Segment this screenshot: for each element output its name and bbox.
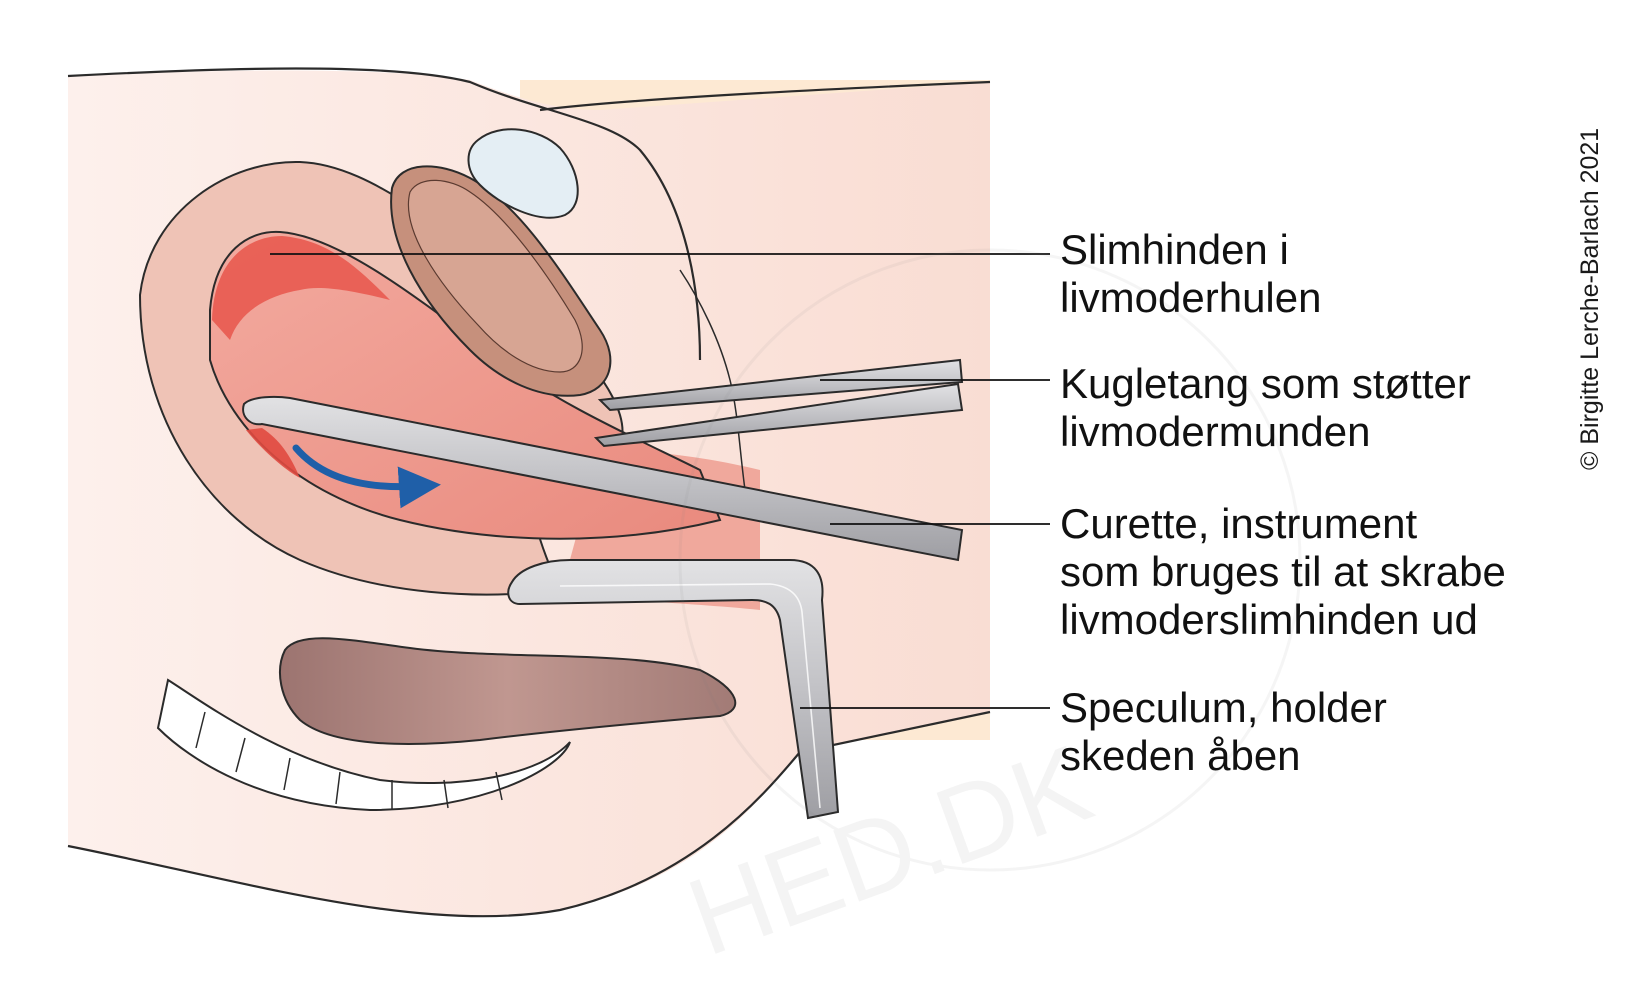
- spine-segments: [195, 711, 503, 810]
- lower-outline: [67, 710, 991, 918]
- bladder-inner: [407, 179, 583, 373]
- scraping-direction-arrow: [292, 444, 441, 509]
- tenaculum-upper-jaw: [597, 358, 964, 412]
- label-line: livmoderslimhinden ud: [1060, 596, 1478, 643]
- label-line: Slimhinden i: [1060, 226, 1289, 273]
- label-line: livmodermunden: [1060, 408, 1371, 455]
- belly-outline: [539, 80, 991, 112]
- endometrium-lower: [246, 428, 300, 478]
- label-slimhinden: Slimhinden i livmoderhulen: [1060, 226, 1321, 322]
- label-kugletang: Kugletang som støtter livmodermunden: [1060, 360, 1471, 456]
- label-line: Curette, instrument: [1060, 500, 1418, 547]
- spine-bone: [156, 678, 571, 812]
- speculum-inner-edge: [559, 583, 821, 809]
- copyright-notice: © Birgitte Lerche-Barlach 2021: [1576, 127, 1604, 470]
- pubic-bone: [467, 128, 579, 219]
- label-line: livmoderhulen: [1060, 274, 1322, 321]
- endometrium: [212, 236, 390, 340]
- curette: [242, 395, 964, 562]
- label-speculum: Speculum, holder skeden åben: [1060, 684, 1387, 780]
- anterior-vaginal-wall: [679, 269, 751, 521]
- back-outline: [67, 67, 702, 361]
- label-line: skeden åben: [1060, 732, 1301, 779]
- label-curette: Curette, instrument som bruges til at sk…: [1060, 500, 1506, 644]
- label-line: Speculum, holder: [1060, 684, 1387, 731]
- label-line: som bruges til at skrabe: [1060, 548, 1506, 595]
- rectum: [279, 637, 737, 745]
- speculum: [507, 559, 840, 820]
- tenaculum-lower-jaw: [593, 382, 964, 448]
- label-line: Kugletang som støtter: [1060, 360, 1471, 407]
